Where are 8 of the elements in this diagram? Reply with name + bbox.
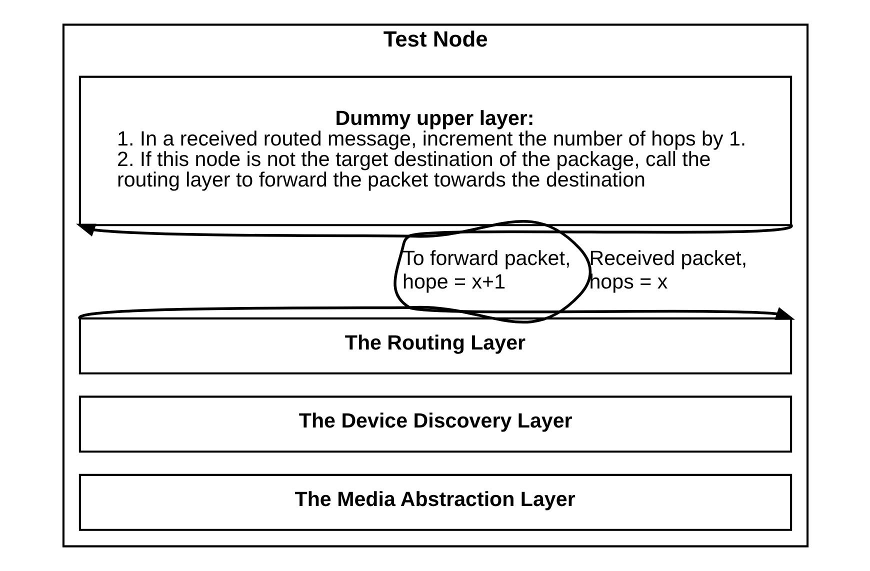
node-box: Dummy upper layer: 1. In a received routed message, increment the number of hops by 1. 2. If this node is not the target destination of the package, call the routing layer to forward the packet towards the destination bbox=[78, 76, 792, 226]
arrow bbox=[393, 224, 794, 320]
edge-label: Received packet, hops = x bbox=[588, 246, 747, 294]
edge-label: To forward packet, hope = x+1 bbox=[402, 246, 570, 294]
node-box: The Routing Layer bbox=[78, 317, 792, 374]
node-box: The Media Abstraction Layer bbox=[78, 474, 792, 531]
node-box: The Device Discovery Layer bbox=[78, 396, 792, 453]
arrow bbox=[76, 220, 591, 324]
